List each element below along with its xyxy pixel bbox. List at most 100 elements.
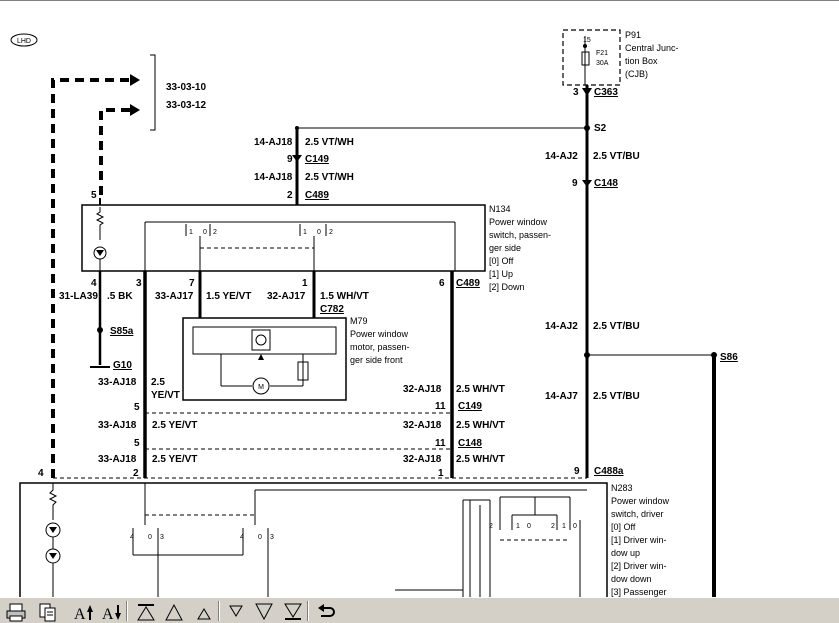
last-page-icon[interactable] (281, 600, 303, 622)
svg-text:5: 5 (91, 190, 97, 201)
svg-text:A: A (74, 606, 86, 622)
motor-icon: M (258, 384, 264, 391)
svg-text:14-AJ7: 14-AJ7 (545, 391, 578, 402)
svg-text:C489: C489 (305, 190, 329, 201)
p91-junction-box: 15 F21 30A P91 Central Junc- tion Box (C… (562, 29, 679, 86)
svg-text:ger side front: ger side front (350, 355, 403, 365)
svg-text:11: 11 (435, 401, 446, 412)
svg-text:2.5 VT/WH: 2.5 VT/WH (305, 172, 354, 183)
svg-text:4: 4 (91, 278, 97, 289)
svg-text:30A: 30A (596, 60, 609, 67)
svg-text:C149: C149 (458, 401, 482, 412)
svg-text:15: 15 (583, 37, 591, 44)
svg-text:0: 0 (258, 534, 262, 541)
svg-text:1.5 WH/VT: 1.5 WH/VT (320, 291, 369, 302)
svg-text:4: 4 (240, 534, 244, 541)
svg-text:S85a: S85a (110, 326, 134, 337)
svg-text:32-AJ18: 32-AJ18 (403, 420, 442, 431)
svg-text:C363: C363 (594, 87, 618, 98)
svg-text:Power window: Power window (611, 496, 670, 506)
svg-text:0: 0 (203, 229, 207, 236)
back-icon[interactable] (314, 600, 336, 622)
svg-text:(CJB): (CJB) (625, 69, 648, 79)
print-icon[interactable] (4, 600, 26, 622)
svg-text:11: 11 (435, 438, 446, 449)
svg-text:1: 1 (189, 229, 193, 236)
svg-text:C489: C489 (456, 278, 480, 289)
svg-text:[2] Driver win-: [2] Driver win- (611, 561, 667, 571)
svg-text:3: 3 (136, 278, 142, 289)
svg-text:14-AJ2: 14-AJ2 (545, 321, 578, 332)
text-size-down-icon[interactable]: A (100, 600, 122, 622)
svg-text:[1] Driver win-: [1] Driver win- (611, 535, 667, 545)
svg-text:2.5 VT/WH: 2.5 VT/WH (305, 137, 354, 148)
svg-text:motor, passen-: motor, passen- (350, 342, 410, 352)
svg-text:LHD: LHD (17, 38, 31, 45)
arrow-icon (130, 104, 140, 116)
svg-text:G10: G10 (113, 360, 132, 371)
svg-text:7: 7 (189, 278, 195, 289)
next-page-icon[interactable] (224, 600, 246, 622)
svg-text:C148: C148 (594, 178, 618, 189)
svg-text:33-AJ18: 33-AJ18 (98, 420, 137, 431)
svg-text:5: 5 (134, 438, 140, 449)
next-section-icon[interactable] (252, 600, 274, 622)
svg-text:33-AJ17: 33-AJ17 (155, 291, 194, 302)
svg-text:S2: S2 (594, 123, 607, 134)
svg-text:switch, passen-: switch, passen- (489, 230, 551, 240)
svg-text:33-AJ18: 33-AJ18 (98, 454, 137, 465)
svg-text:2: 2 (489, 523, 493, 530)
svg-text:Power window: Power window (489, 217, 548, 227)
svg-text:Power window: Power window (350, 329, 409, 339)
svg-text:9: 9 (572, 178, 578, 189)
toolbar: A A (0, 597, 839, 623)
svg-text:2: 2 (551, 523, 555, 530)
svg-text:tion Box: tion Box (625, 56, 658, 66)
svg-text:1: 1 (303, 229, 307, 236)
ref-bracket (150, 54, 156, 131)
svg-text:P91: P91 (625, 30, 641, 40)
text-size-up-icon[interactable]: A (72, 600, 94, 622)
svg-text:C148: C148 (458, 438, 482, 449)
svg-text:C488a: C488a (594, 466, 624, 477)
svg-text:2: 2 (133, 468, 139, 479)
svg-text:Central Junc-: Central Junc- (625, 43, 679, 53)
first-page-icon[interactable] (134, 600, 156, 622)
svg-text:3: 3 (573, 87, 579, 98)
n134-switch: 5 1 0 2 1 0 2 N134 Power window switch, … (81, 190, 551, 292)
svg-text:9: 9 (574, 466, 580, 477)
svg-text:2.5 VT/BU: 2.5 VT/BU (593, 391, 640, 402)
copy-pages-icon[interactable] (36, 600, 58, 622)
previous-section-icon[interactable] (162, 600, 184, 622)
svg-text:1.5 YE/VT: 1.5 YE/VT (206, 291, 251, 302)
wiring-diagram: LHD 33-03-10 33-03-12 15 F21 30A P91 Cen… (0, 0, 839, 597)
svg-text:0: 0 (317, 229, 321, 236)
svg-text:32-AJ17: 32-AJ17 (267, 291, 306, 302)
previous-page-icon[interactable] (192, 600, 214, 622)
ref-label: 33-03-10 (166, 82, 206, 93)
svg-text:1: 1 (562, 523, 566, 530)
svg-text:14-AJ18: 14-AJ18 (254, 172, 293, 183)
svg-text:1: 1 (302, 278, 308, 289)
svg-text:F21: F21 (596, 50, 608, 57)
svg-text:2.5 WH/VT: 2.5 WH/VT (456, 384, 505, 395)
reference-wires (51, 78, 130, 478)
m79-motor: M M79 Power window motor, passen- ger si… (182, 316, 410, 401)
svg-text:32-AJ18: 32-AJ18 (403, 384, 442, 395)
svg-text:2.5 WH/VT: 2.5 WH/VT (456, 454, 505, 465)
n283-switch: 4 0 3 4 0 3 2 1 0 2 1 0 N283 Power windo… (19, 482, 670, 597)
svg-text:C149: C149 (305, 154, 329, 165)
svg-text:ger side: ger side (489, 243, 521, 253)
svg-text:.5 BK: .5 BK (107, 291, 133, 302)
svg-text:S86: S86 (720, 352, 738, 363)
svg-text:C782: C782 (320, 304, 344, 315)
svg-text:2: 2 (213, 229, 217, 236)
svg-text:[1] Up: [1] Up (489, 269, 513, 279)
arrow-icon (130, 74, 140, 86)
lhd-badge: LHD (10, 33, 38, 47)
svg-text:4: 4 (130, 534, 134, 541)
svg-text:14-AJ2: 14-AJ2 (545, 151, 578, 162)
svg-text:32-AJ18: 32-AJ18 (403, 454, 442, 465)
svg-text:0: 0 (148, 534, 152, 541)
svg-text:dow up: dow up (611, 548, 640, 558)
